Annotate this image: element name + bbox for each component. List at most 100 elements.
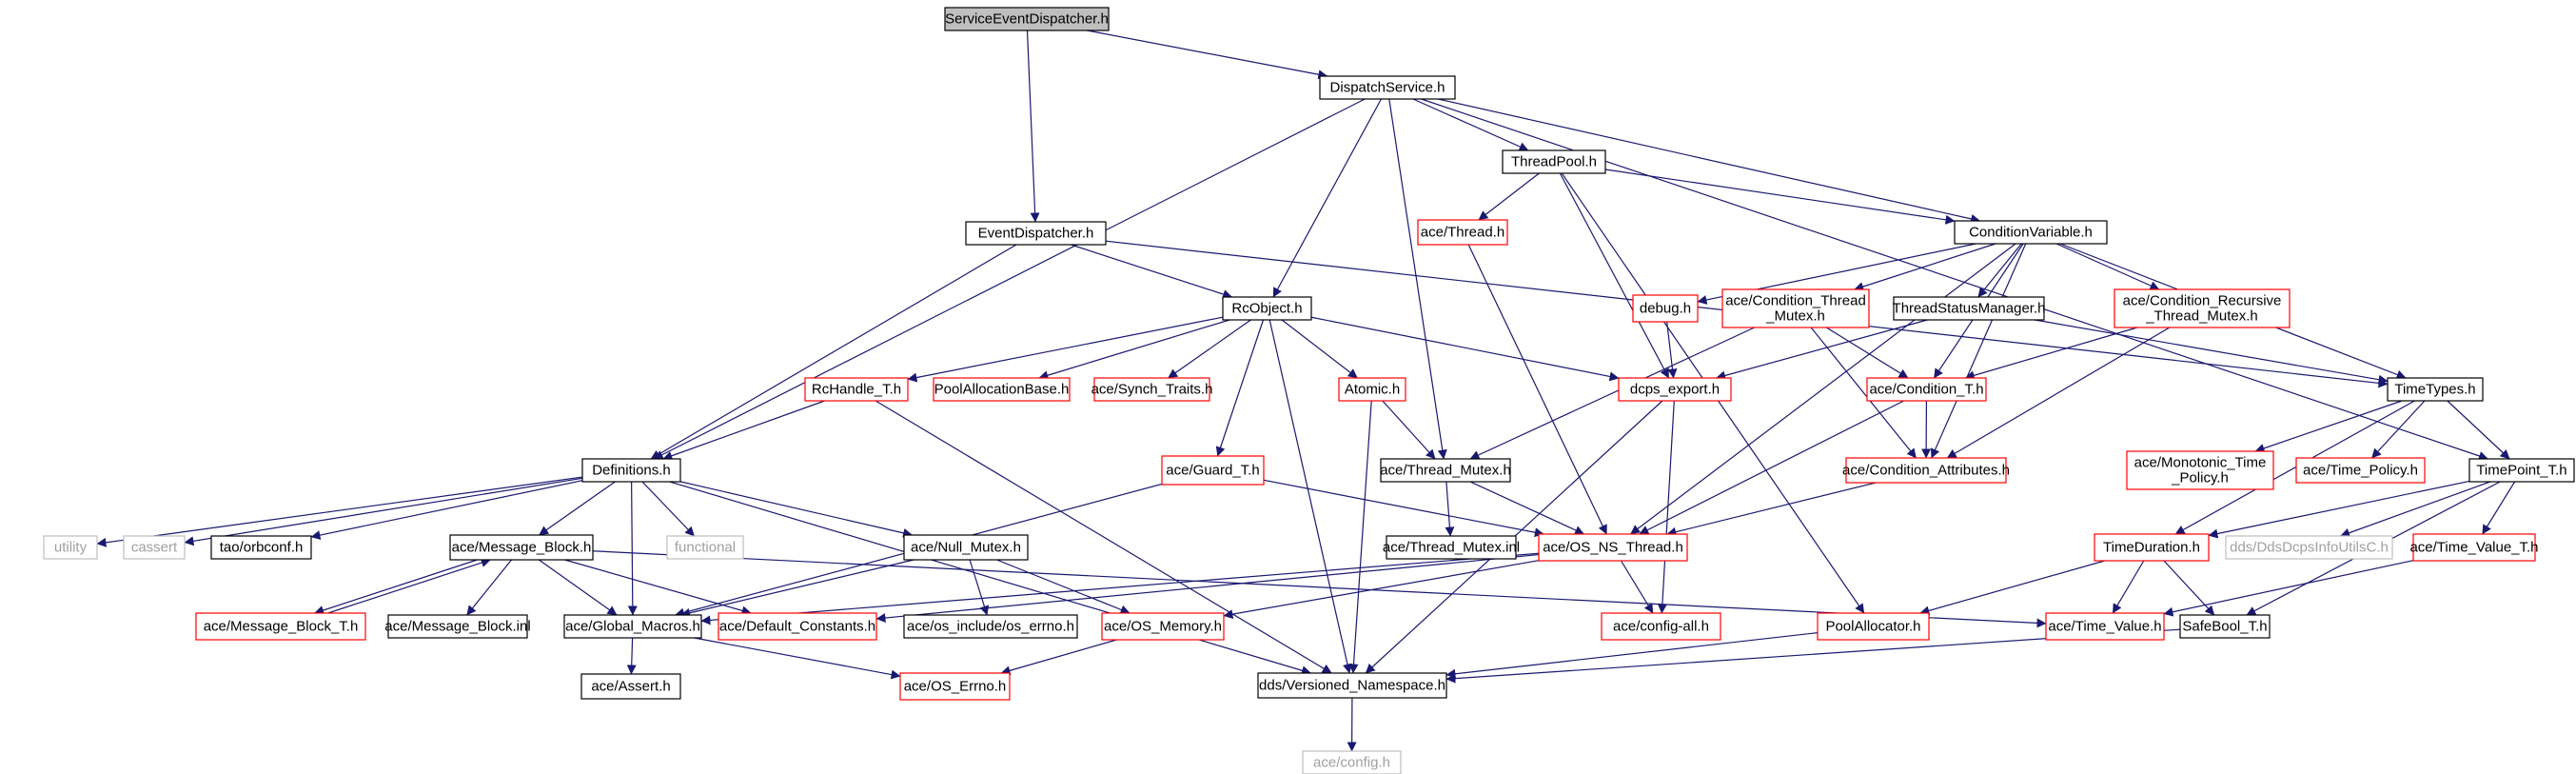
node-acfg[interactable]: ace/config.h [1302, 750, 1402, 774]
edge-tsm-to-tt [2035, 319, 2389, 385]
node-func[interactable]: functional [666, 535, 744, 560]
node-aoserr[interactable]: ace/OS_Errno.h [899, 672, 1011, 701]
node-debug[interactable]: debug.h [1632, 294, 1699, 323]
node-acfgall[interactable]: ace/config-all.h [1601, 612, 1721, 641]
edge-acrtm-to-aca [1946, 327, 2171, 459]
node-amem[interactable]: ace/OS_Memory.h [1101, 612, 1225, 641]
node-box [804, 377, 909, 402]
node-actm[interactable]: ace/Condition_Thread_Mutex.h [1721, 288, 1870, 328]
edge-anm-to-agm [680, 559, 914, 618]
node-atomic[interactable]: Atomic.h [1338, 377, 1406, 402]
node-anm[interactable]: ace/Null_Mutex.h [903, 534, 1029, 561]
node-rco[interactable]: RcObject.h [1222, 296, 1312, 321]
edge-ds-to-cv [1438, 98, 1981, 224]
node-dvns[interactable]: dds/Versioned_Namespace.h [1257, 672, 1447, 699]
node-tsm[interactable]: ThreadStatusManager.h [1893, 296, 2046, 321]
node-atv[interactable]: ace/Time_Value.h [2045, 612, 2165, 641]
node-box [1601, 612, 1721, 641]
node-box [1222, 296, 1312, 321]
edge-cv-to-tsm [1977, 243, 2022, 298]
node-util[interactable]: utility [43, 535, 98, 560]
node-dexp[interactable]: dcps_export.h [1618, 377, 1732, 402]
node-box [2468, 458, 2575, 483]
node-cv[interactable]: ConditionVariable.h [1954, 220, 2108, 245]
edge-amb-to-agm [538, 559, 618, 616]
node-root[interactable]: ServiceEventDispatcher.h [944, 7, 1110, 31]
node-label: Definitions.h [592, 463, 671, 479]
edge-rco-to-ast [1168, 319, 1251, 379]
node-label: RcObject.h [1231, 301, 1302, 317]
node-sbt[interactable]: SafeBool_T.h [2179, 614, 2271, 639]
node-ast[interactable]: ace/Synch_Traits.h [1091, 377, 1213, 402]
node-agt[interactable]: ace/Guard_T.h [1161, 455, 1265, 486]
node-aca[interactable]: ace/Condition_Attributes.h [1842, 457, 2010, 484]
node-aerrno[interactable]: ace/os_include/os_errno.h [903, 614, 1078, 639]
node-ambi[interactable]: ace/Message_Block.inl [384, 614, 531, 639]
edge-amb-to-adc [564, 559, 752, 616]
edge-aont-to-acfgall [1621, 560, 1654, 614]
node-atvt[interactable]: ace/Time_Value_T.h [2409, 533, 2539, 562]
edge-amb-to-ambi [466, 559, 512, 616]
node-athr[interactable]: ace/Thread.h [1417, 219, 1508, 246]
node-box [1893, 296, 2045, 321]
node-orb[interactable]: tao/orbconf.h [210, 535, 312, 560]
node-label: ace/Message_Block.inl [384, 619, 530, 635]
node-act[interactable]: ace/Condition_T.h [1866, 377, 1987, 402]
edge-ds-to-atm [1388, 98, 1447, 460]
node-dinfo[interactable]: dds/DdsDcpsInfoUtilsC.h [2225, 535, 2393, 560]
file-nodes: ServiceEventDispatcher.hDispatchService.… [43, 7, 2575, 774]
node-label: dds/DdsDcpsInfoUtilsC.h [2230, 540, 2389, 556]
node-box [2045, 612, 2165, 641]
node-label: ThreadStatusManager.h [1893, 301, 2046, 317]
edge-cv-to-aca [1930, 243, 2027, 459]
edge-tp-to-dexp [1559, 172, 1670, 379]
node-aont[interactable]: ace/OS_NS_Thread.h [1538, 533, 1688, 562]
edge-tsm-to-dexp [1716, 319, 1928, 381]
node-atm[interactable]: ace/Thread_Mutex.h [1380, 458, 1511, 483]
edge-cv-to-actm [1854, 243, 1996, 291]
node-cassert[interactable]: cassert [123, 535, 186, 560]
node-aassert[interactable]: ace/Assert.h [580, 673, 681, 700]
node-atmi[interactable]: ace/Thread_Mutex.inl [1383, 535, 1520, 560]
node-adc[interactable]: ace/Default_Constants.h [718, 612, 877, 641]
node-label: utility [54, 540, 88, 556]
edge-ds-to-def [653, 98, 1366, 460]
node-label: dds/Versioned_Namespace.h [1259, 678, 1445, 694]
node-tpt[interactable]: TimePoint_T.h [2468, 458, 2575, 483]
node-rch[interactable]: RcHandle_T.h [804, 377, 909, 402]
edge-ds-to-rco [1272, 98, 1382, 298]
node-label: RcHandle_T.h [812, 382, 901, 398]
node-pab[interactable]: PoolAllocationBase.h [933, 377, 1071, 402]
node-label: TimeDuration.h [2103, 540, 2200, 556]
node-ed[interactable]: EventDispatcher.h [965, 221, 1107, 246]
edge-def-to-cassert [184, 477, 583, 546]
node-label: ace/OS_Errno.h [904, 679, 1007, 695]
node-agm[interactable]: ace/Global_Macros.h [563, 614, 702, 639]
node-td[interactable]: TimeDuration.h [2094, 533, 2210, 562]
node-box [581, 458, 681, 483]
node-acrtm[interactable]: ace/Condition_Recursive_Thread_Mutex.h [2114, 288, 2291, 328]
node-box [718, 612, 877, 641]
node-label: ace/Null_Mutex.h [911, 540, 1021, 556]
node-amtp[interactable]: ace/Monotonic_Time_Policy.h [2126, 450, 2274, 490]
node-box [965, 221, 1107, 246]
node-amb[interactable]: ace/Message_Block.h [449, 534, 594, 561]
node-tp[interactable]: ThreadPool.h [1502, 149, 1606, 174]
edge-ed-to-rco [1071, 244, 1233, 299]
edge-tt-to-atp [2371, 400, 2426, 459]
node-atp[interactable]: ace/Time_Policy.h [2295, 457, 2426, 484]
node-ds[interactable]: DispatchService.h [1319, 75, 1456, 100]
node-ambt[interactable]: ace/Message_Block_T.h [195, 612, 366, 641]
node-label: functional [675, 540, 736, 556]
node-tt[interactable]: TimeTypes.h [2387, 377, 2484, 402]
edge-tp-to-athr [1478, 172, 1540, 221]
node-label: Atomic.h [1345, 382, 1400, 398]
node-box [1257, 672, 1447, 699]
node-label: ace/Guard_T.h [1166, 463, 1259, 479]
node-box [580, 673, 681, 700]
edge-aont-to-adc [875, 553, 1540, 624]
node-def[interactable]: Definitions.h [581, 458, 681, 483]
node-label: ace/Condition_Recursive [2123, 293, 2282, 309]
node-palloc[interactable]: PoolAllocator.h [1817, 612, 1930, 641]
edge-atomic-to-dvns [1348, 400, 1372, 674]
